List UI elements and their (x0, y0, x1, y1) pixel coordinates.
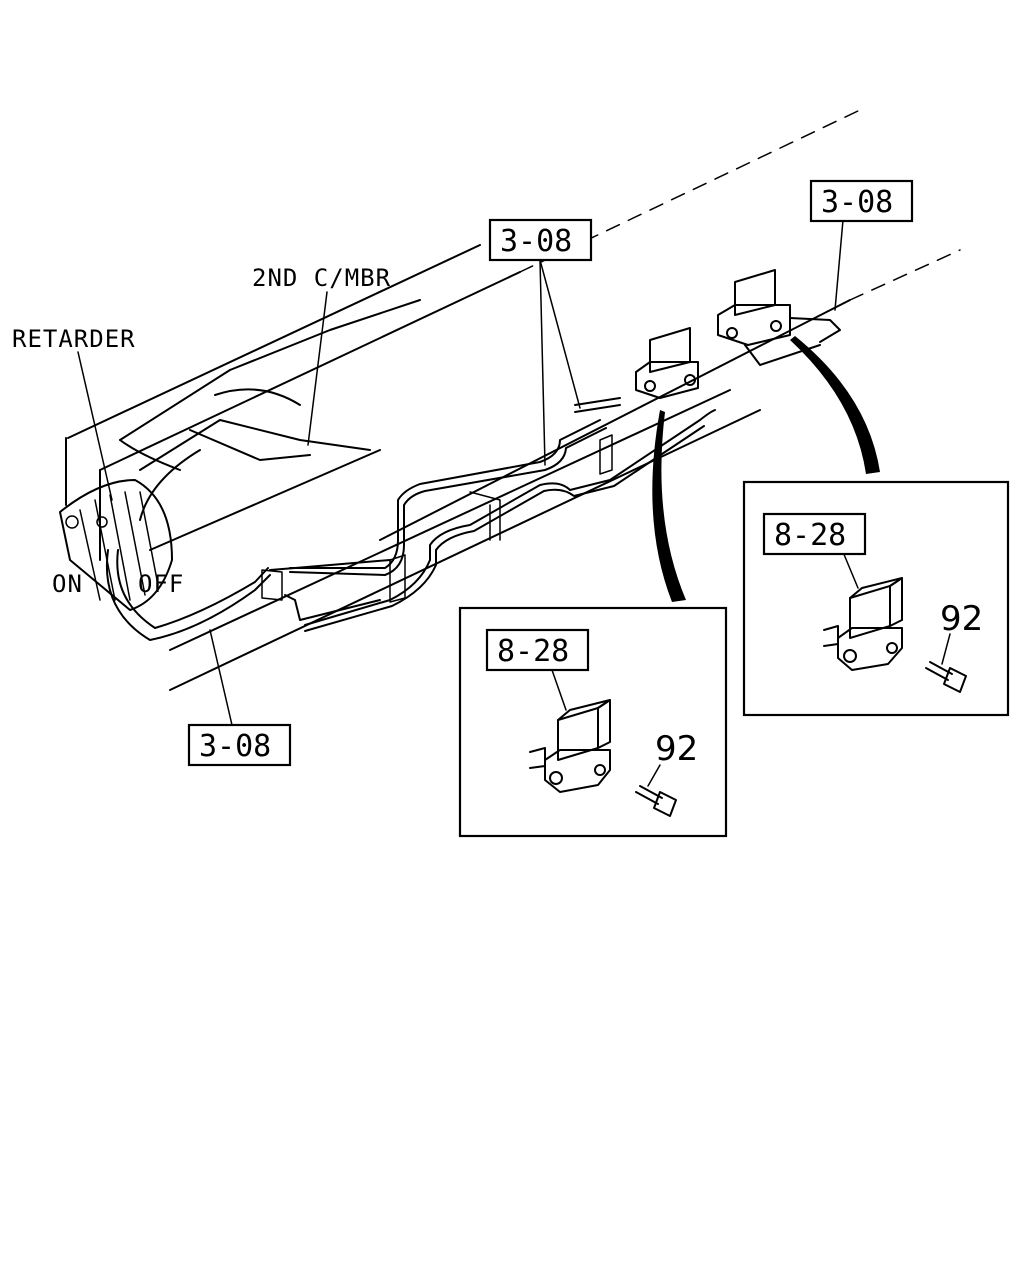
bolt-right (925, 661, 967, 693)
zoom-leaders (652, 336, 880, 602)
solenoid-valve-right (823, 577, 903, 671)
callout-bolt-right: 92 (940, 599, 983, 639)
ref-box-pipe-left: 3-08 (187, 723, 292, 767)
svg-text:3-08: 3-08 (821, 185, 893, 220)
frame-rail-dashes (519, 109, 961, 301)
ref-box-valve-right: 8-28 (762, 512, 867, 556)
pipe-brackets (261, 434, 613, 603)
valve-on-frame-right (717, 269, 841, 366)
ref-box-pipe-right: 3-08 (809, 179, 914, 223)
frame-rails (65, 244, 851, 691)
pipe-runs (289, 397, 716, 632)
svg-text:8-28: 8-28 (774, 518, 846, 553)
on-label: ON (52, 570, 83, 598)
off-label: OFF (138, 570, 184, 598)
callout-bolt-left: 92 (655, 729, 698, 769)
ref-box-pipe-center: 3-08 (488, 218, 593, 262)
retarder (59, 449, 201, 611)
solenoid-valve-left (529, 699, 611, 793)
member-label: 2ND C/MBR (252, 264, 391, 292)
svg-text:8-28: 8-28 (497, 634, 569, 669)
valve-on-frame-center (635, 327, 699, 399)
bolt-left (635, 785, 677, 817)
svg-text:3-08: 3-08 (500, 224, 572, 259)
retarder-label: RETARDER (12, 325, 136, 353)
leader-lines (77, 219, 844, 726)
crossmember (119, 299, 421, 471)
svg-text:3-08: 3-08 (199, 729, 271, 764)
ref-box-valve-left: 8-28 (485, 628, 590, 672)
